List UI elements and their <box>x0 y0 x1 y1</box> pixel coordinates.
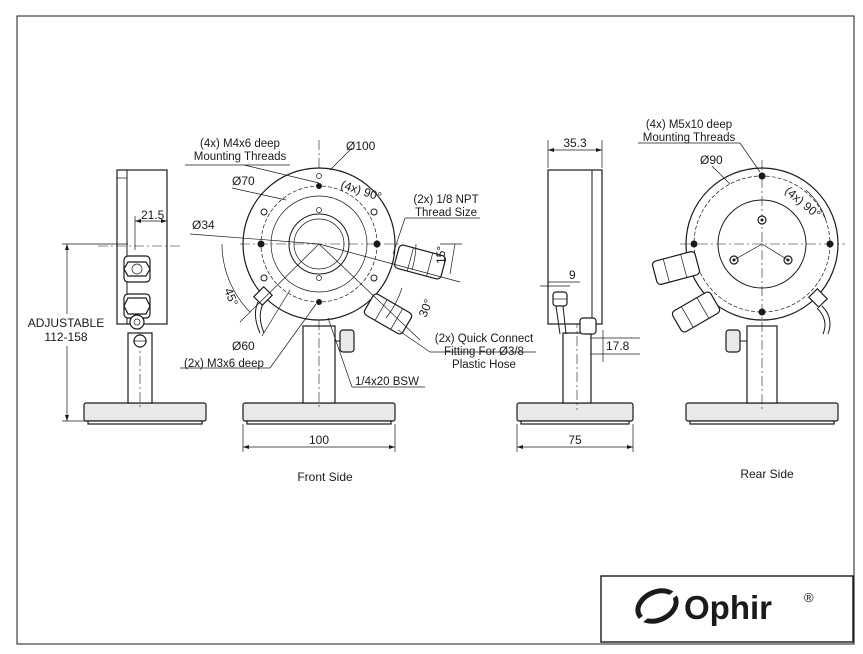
rear-base <box>685 402 839 422</box>
rear-fitting-left-bottom <box>671 291 721 333</box>
m5x10-label-2: Mounting Threads <box>643 132 736 144</box>
dia-34-label: Ø34 <box>192 218 215 232</box>
view-title-front: Front Side <box>297 470 353 484</box>
dia-100-label: Ø100 <box>346 139 376 153</box>
thumb-screw <box>339 329 355 353</box>
rear-view: (4x) M5x10 deep Mounting Threads Ø90 (4x… <box>638 119 845 481</box>
logo-brand: Ophir <box>684 589 772 626</box>
angle-15: 15° <box>434 246 448 264</box>
view-title-rear: Rear Side <box>740 467 794 481</box>
front-fitting-right-bottom <box>363 293 413 335</box>
dim-75: 75 <box>568 433 582 447</box>
front-fitting-left <box>252 285 274 307</box>
adjustable-range: 112-158 <box>44 330 87 344</box>
ophir-logo-mark <box>632 586 684 628</box>
rear-fitting-left-top <box>651 251 701 285</box>
dim-21-5: 21.5 <box>141 208 165 222</box>
dia-60-label: Ø60 <box>232 339 255 353</box>
npt-label-2: Thread Size <box>415 207 477 219</box>
dim-17-8: 17.8 <box>606 339 630 353</box>
dia-90-label: Ø90 <box>700 153 723 167</box>
angle-45: 45° <box>221 286 241 308</box>
qc-label-2: Fitting For Ø3/8 <box>444 346 524 358</box>
rear-fitting-right <box>807 287 829 309</box>
angle-30: 30° <box>416 297 436 319</box>
rear-thumb-screw <box>725 329 741 353</box>
title-block: Ophir ® <box>600 575 854 643</box>
logo-box <box>600 575 854 643</box>
front-fitting-right-top <box>394 244 446 280</box>
m3x6-label: (2x) M3x6 deep <box>184 358 264 370</box>
qc-label-3: Plastic Hose <box>452 359 516 371</box>
logo-registered: ® <box>804 590 814 605</box>
side-view-left: 21.5 ADJUSTABLE 112-158 <box>24 169 207 425</box>
dia-70-label: Ø70 <box>232 174 255 188</box>
npt-label: (2x) 1/8 NPT <box>413 194 478 206</box>
side-view-right: 35.3 9 17.8 75 <box>516 136 640 452</box>
bsw-label: 1/4x20 BSW <box>355 376 419 388</box>
drawing-frame <box>16 15 855 645</box>
front-view: (4x) M4x6 deep Mounting Threads Ø100 Ø70… <box>180 138 536 484</box>
adjustable-label: ADJUSTABLE <box>28 316 104 330</box>
side-base <box>83 402 207 422</box>
qc-label: (2x) Quick Connect <box>435 333 534 345</box>
m4x6-label-2: Mounting Threads <box>194 151 287 163</box>
dim-100-width: 100 <box>309 433 329 447</box>
dim-35-3: 35.3 <box>563 136 587 150</box>
side2-base <box>516 402 634 422</box>
dim-9: 9 <box>569 268 576 282</box>
m5x10-label: (4x) M5x10 deep <box>646 119 732 131</box>
m4x6-label: (4x) M4x6 deep <box>200 138 280 150</box>
arc-45 <box>221 243 251 313</box>
